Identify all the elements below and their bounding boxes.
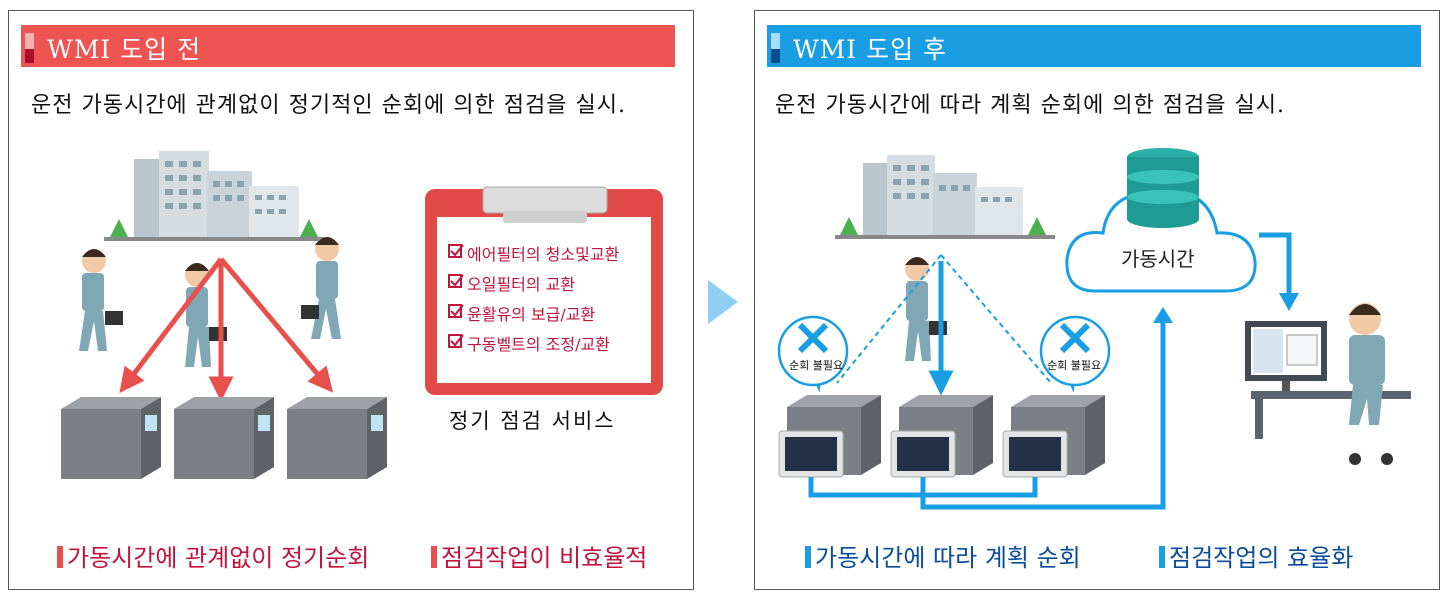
monitoring-pc-icon [1245, 321, 1411, 439]
transition-arrow-icon [708, 280, 738, 324]
checkbox-icons [448, 244, 464, 348]
upload-arrowhead [1153, 307, 1173, 323]
clipboard-caption: 정기 점검 서비스 [449, 409, 616, 433]
after-illustration [777, 148, 1411, 510]
skipped-route-lines [836, 254, 1052, 384]
checklist-item: 에어필터의 청소및교환 [467, 245, 620, 264]
footer-text: 점검작업이 비효율적 [441, 544, 648, 572]
compressor-icon [174, 397, 274, 479]
after-panel: WMI 도입 후 운전 가동시간에 따라 계획 순회에 의한 점검을 실시. [754, 10, 1440, 590]
header-marker [25, 49, 34, 63]
footer-text: 가동시간에 관계없이 정기순회 [67, 544, 370, 572]
header-marker [771, 33, 780, 49]
after-title: WMI 도입 후 [793, 35, 948, 64]
cloud-to-office-line [1259, 232, 1292, 295]
footer-text: 점검작업의 효율화 [1169, 544, 1354, 572]
before-footer-1: 가동시간에 관계없이 정기순회 [57, 538, 369, 573]
cloud-to-office-arrowhead [1279, 293, 1299, 311]
cloud-label: 가동시간 [1121, 247, 1195, 271]
after-footer-2: 점검작업의 효율화 [1159, 538, 1353, 573]
after-header: WMI 도입 후 [767, 25, 1421, 67]
bubble-label: 순회 불필요 [1047, 359, 1102, 372]
checklist-item: 구동벨트의 조정/교환 [467, 335, 610, 354]
worker-icon [79, 249, 123, 351]
before-footer-2: 점검작업이 비효율적 [431, 538, 647, 573]
data-connection-line [808, 317, 1166, 510]
patrol-arrows [119, 257, 334, 402]
compressor-icon [1002, 395, 1105, 478]
footer-bar-marker [57, 546, 63, 568]
before-illustration [61, 151, 663, 479]
not-required-bubble-icon [1039, 315, 1111, 393]
worker-icon [185, 263, 227, 367]
checklist-item: 윤활유의 보급/교환 [467, 305, 596, 324]
footer-bar-marker [431, 546, 437, 568]
after-footer-1: 가동시간에 따라 계획 순회 [805, 538, 1081, 573]
before-title: WMI 도입 전 [47, 35, 202, 64]
database-icon [1127, 148, 1199, 228]
operator-icon [1349, 303, 1393, 465]
before-panel: WMI 도입 전 운전 가동시간에 관계없이 정기적인 순회에 의한 점검을 실… [8, 10, 694, 590]
before-header: WMI 도입 전 [21, 25, 675, 67]
header-marker [25, 33, 34, 49]
footer-text: 가동시간에 따라 계획 순회 [815, 544, 1081, 572]
checklist-item: 오일필터의 교환 [467, 275, 576, 294]
after-description: 운전 가동시간에 따라 계획 순회에 의한 점검을 실시. [775, 93, 1285, 118]
bubble-label: 순회 불필요 [789, 359, 844, 372]
compressor-icon [778, 395, 881, 478]
not-required-bubble-icon [777, 315, 849, 393]
before-description: 운전 가동시간에 관계없이 정기적인 순회에 의한 점검을 실시. [31, 93, 626, 118]
worker-icon [301, 237, 341, 339]
clipboard-icon [425, 186, 663, 395]
compressor-icon [61, 397, 161, 479]
footer-bar-marker [1159, 546, 1165, 568]
header-marker [771, 49, 780, 63]
factory-building-icon [104, 151, 324, 241]
factory-building-icon [835, 155, 1055, 239]
compressor-icon [287, 397, 387, 479]
footer-bar-marker [805, 546, 811, 568]
compressor-icon [890, 395, 993, 478]
